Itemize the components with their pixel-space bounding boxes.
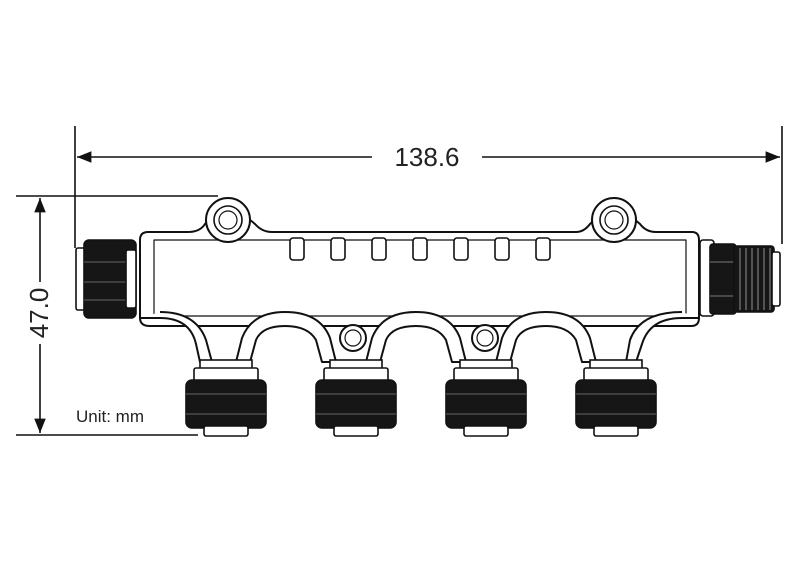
cooling-ribs bbox=[289, 237, 551, 261]
right-connector bbox=[699, 239, 781, 317]
drop-connector-4 bbox=[575, 359, 657, 437]
width-dimension-label: 138.6 bbox=[394, 142, 459, 172]
left-connector bbox=[75, 239, 137, 319]
small-hole-left bbox=[339, 324, 367, 352]
mounting-hole-right bbox=[591, 197, 637, 243]
drop-connector-3 bbox=[445, 359, 527, 437]
mounting-hole-left bbox=[205, 197, 251, 243]
thread-lines bbox=[739, 248, 771, 310]
width-dimension bbox=[74, 126, 783, 248]
drop-connector-2 bbox=[315, 359, 397, 437]
arch-2 bbox=[365, 311, 467, 363]
arch-3 bbox=[495, 311, 597, 363]
height-dimension-label: 47.0 bbox=[24, 288, 54, 339]
arch-1 bbox=[235, 311, 337, 363]
lower-arches bbox=[140, 311, 699, 363]
height-label-background bbox=[26, 282, 54, 344]
drop-connector-1 bbox=[185, 359, 267, 437]
small-hole-right bbox=[471, 324, 499, 352]
manifold-body bbox=[139, 197, 700, 363]
unit-label: Unit: mm bbox=[76, 407, 144, 426]
